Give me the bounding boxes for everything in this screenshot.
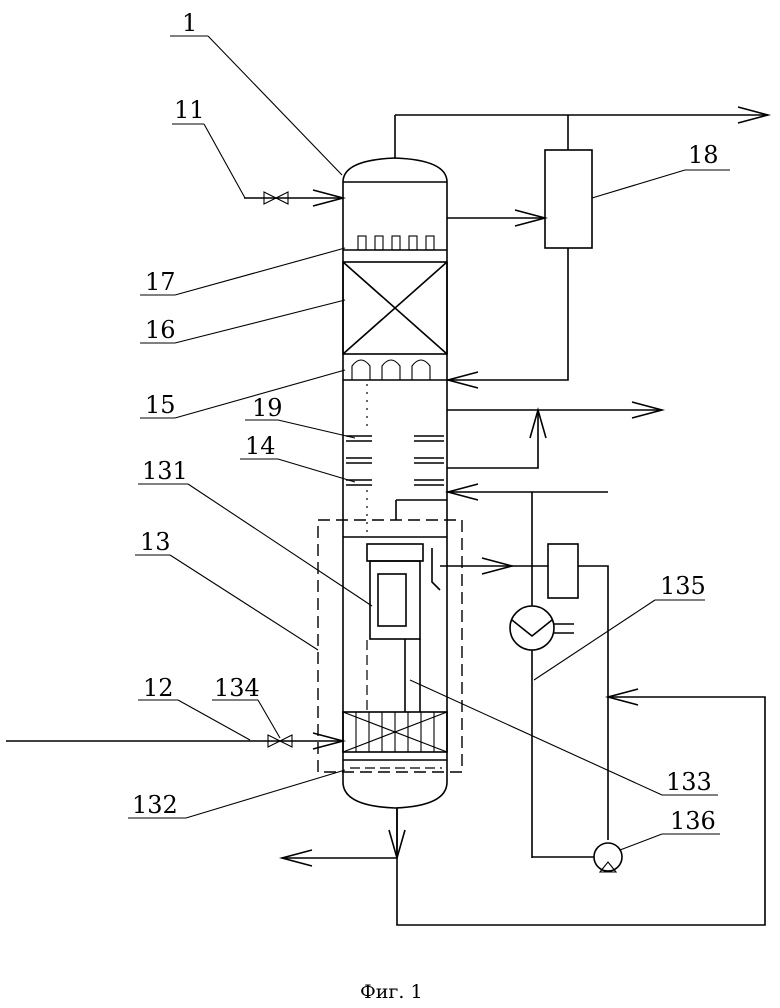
figure-caption: Фиг. 1: [360, 981, 423, 1003]
label-133: 133: [666, 768, 712, 796]
label-1: 1: [182, 9, 197, 37]
label-13: 13: [140, 528, 171, 556]
liquid-distributor: [343, 236, 447, 250]
callout-14: 14: [240, 432, 355, 482]
callout-17: 17: [140, 248, 345, 296]
callout-134: 134: [212, 674, 280, 738]
flash-drum: [548, 544, 578, 598]
bubble-cap-tray: [343, 360, 447, 380]
label-19: 19: [252, 394, 283, 422]
circulation-pump: [532, 843, 622, 872]
callout-136: 136: [620, 807, 720, 850]
callout-18: 18: [592, 141, 730, 198]
reactor-column: [343, 158, 447, 808]
label-14: 14: [245, 432, 276, 460]
feed-line-12: [6, 733, 343, 749]
label-132: 132: [132, 791, 178, 819]
tray-stack: [346, 436, 444, 485]
callout-131: 131: [138, 457, 372, 606]
callout-11: 11: [172, 96, 245, 198]
side-draw-line: [447, 402, 662, 468]
callout-132: 132: [128, 770, 345, 819]
callout-1: 1: [170, 9, 342, 175]
reaction-section: [318, 500, 462, 772]
callout-13: 13: [135, 528, 318, 650]
label-16: 16: [145, 316, 176, 344]
packing-bed: [343, 262, 447, 354]
label-17: 17: [145, 268, 176, 296]
label-134: 134: [214, 674, 260, 702]
label-131: 131: [142, 457, 188, 485]
label-15: 15: [145, 391, 176, 419]
separator-vessel: [545, 150, 592, 248]
label-135: 135: [660, 572, 706, 600]
label-18: 18: [688, 141, 719, 169]
label-11: 11: [174, 96, 205, 124]
feed-line-11: [244, 190, 343, 206]
callout-135: 135: [534, 572, 706, 680]
callout-15: 15: [140, 370, 345, 419]
label-136: 136: [670, 807, 716, 835]
label-12: 12: [143, 674, 174, 702]
callout-16: 16: [140, 300, 345, 344]
